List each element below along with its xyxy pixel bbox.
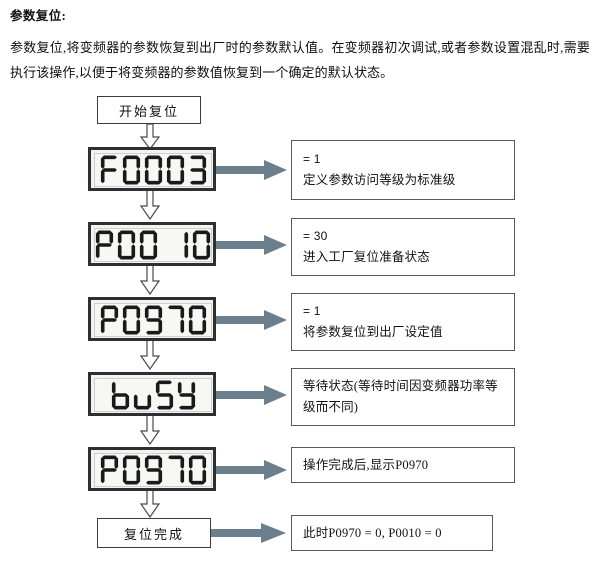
callout-arrow-busy	[216, 385, 287, 405]
callout-desc-end: 此时P0970 = 0, P0010 = 0	[303, 525, 442, 540]
connector-arrow-3	[139, 265, 161, 295]
callout-arrow-end	[211, 523, 286, 543]
connector-arrow-1	[139, 124, 161, 150]
intro-text-block: 参数复位: 参数复位,将变频器的参数恢复到出厂时的参数默认值。在变频器初次调试,…	[10, 8, 590, 85]
callout-desc-p0970-set: 将参数复位到出厂设定值	[303, 325, 443, 339]
callout-value-p0010: = 30	[303, 229, 328, 243]
connector-arrow-4	[139, 340, 161, 370]
page-title: 参数复位:	[10, 9, 67, 23]
callout-box-end: 此时P0970 = 0, P0010 = 0	[291, 515, 493, 551]
callout-desc-busy: 等待状态(等待时间因变频器功率等级而不同)	[303, 379, 498, 414]
lcd-display-f0003	[88, 147, 216, 191]
lcd-digit	[166, 154, 185, 186]
lcd-screen-p0970-set	[94, 303, 212, 337]
callout-value-p0970-set: = 1	[303, 304, 321, 318]
lcd-digit	[144, 454, 163, 486]
callout-arrow-f0003	[216, 160, 287, 180]
callout-box-p0010: = 30 进入工厂复位准备状态	[291, 218, 515, 276]
lcd-digit	[166, 304, 185, 336]
lcd-digit	[111, 379, 130, 411]
connector-arrow-2	[139, 190, 161, 220]
callout-arrow-p0970-done	[216, 460, 287, 480]
callout-box-p0970-set: = 1 将参数复位到出厂设定值	[291, 293, 515, 351]
lcd-digit	[144, 154, 163, 186]
lcd-digit	[155, 379, 174, 411]
lcd-digit	[144, 304, 163, 336]
callout-value-f0003: = 1	[303, 152, 321, 166]
lcd-display-p0970-done	[88, 447, 216, 491]
lcd-digit	[177, 379, 196, 411]
flow-node-end: 复位完成	[97, 518, 211, 548]
lcd-display-p0010	[88, 222, 216, 266]
lcd-digit	[166, 454, 185, 486]
callout-box-busy: 等待状态(等待时间因变频器功率等级而不同)	[291, 368, 515, 426]
lcd-digit	[133, 379, 152, 411]
lcd-display-busy	[88, 372, 216, 416]
callout-desc-f0003: 定义参数访问等级为标准级	[303, 173, 456, 187]
lcd-digit	[139, 229, 158, 261]
connector-arrow-5	[139, 415, 161, 445]
lcd-display-p0970-set	[88, 297, 216, 341]
lcd-digit	[100, 304, 119, 336]
intro-paragraph: 参数复位,将变频器的参数恢复到出厂时的参数默认值。在变频器初次调试,或者参数设置…	[10, 40, 590, 80]
lcd-screen-p0010	[94, 228, 212, 262]
lcd-screen-busy	[94, 378, 212, 412]
callout-box-f0003: = 1 定义参数访问等级为标准级	[291, 140, 515, 200]
lcd-digit	[117, 229, 136, 261]
lcd-digit	[122, 304, 141, 336]
lcd-digit	[192, 229, 211, 261]
callout-desc-p0970-done: 操作完成后,显示P0970	[303, 457, 429, 472]
lcd-digit	[188, 454, 207, 486]
flow-node-end-label: 复位完成	[123, 526, 184, 542]
lcd-digit	[188, 304, 207, 336]
connector-arrow-6	[139, 490, 161, 518]
flow-node-start-label: 开始复位	[118, 103, 179, 119]
callout-arrow-p0010	[216, 235, 287, 255]
lcd-digit	[170, 229, 189, 261]
flow-node-start: 开始复位	[97, 96, 201, 124]
lcd-digit	[122, 454, 141, 486]
callout-desc-p0010: 进入工厂复位准备状态	[303, 250, 431, 264]
lcd-digit	[95, 229, 114, 261]
lcd-digit	[100, 154, 119, 186]
lcd-digit	[188, 154, 207, 186]
lcd-screen-p0970-done	[94, 453, 212, 487]
callout-arrow-p0970-set	[216, 310, 287, 330]
lcd-digit	[100, 454, 119, 486]
lcd-digit	[122, 154, 141, 186]
callout-box-p0970-done: 操作完成后,显示P0970	[291, 447, 515, 483]
lcd-screen-f0003	[94, 153, 212, 187]
